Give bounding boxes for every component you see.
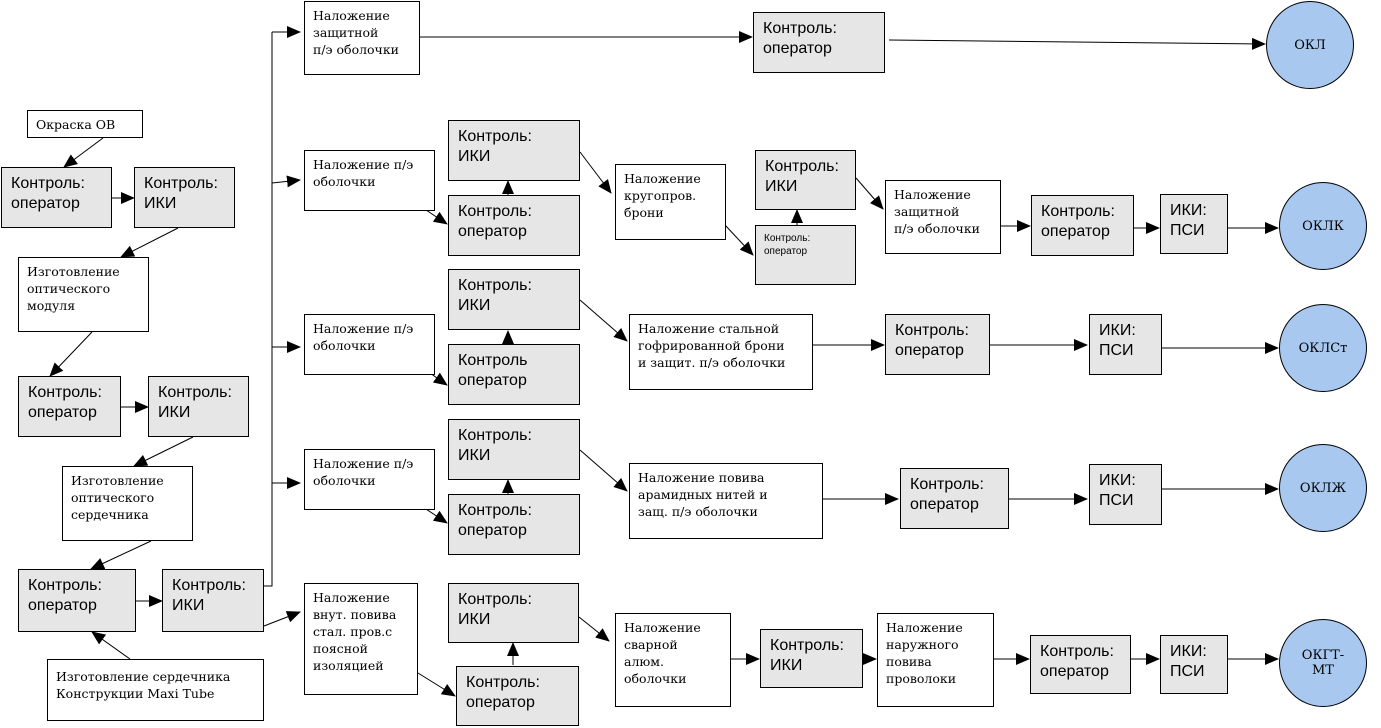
okgt-ctrl-iki: Контроль: ИКИ: [448, 583, 579, 643]
arrow-okgt-1: [417, 672, 456, 697]
ctrl-operator-1: Контроль: оператор: [1, 167, 112, 228]
oklk-ctrl-iki-2: Контроль: ИКИ: [755, 150, 856, 210]
end-oklst: ОКЛСт: [1279, 304, 1367, 392]
oklzh-ctrl-operator: Контроль: оператор: [448, 494, 580, 555]
oklk-armor: Наложение кругопров. брони: [615, 164, 726, 240]
oklst-ctrl-iki: Контроль: ИКИ: [448, 269, 580, 330]
okgt-outer-layer: Наложение наружного повива проволоки: [877, 613, 994, 707]
okl-sheath: Наложение защитной п/э оболочки: [304, 1, 420, 75]
okgt-psi: ИКИ: ПСИ: [1160, 635, 1228, 694]
oklst-armor: Наложение стальной гофрированной брони и…: [629, 314, 813, 390]
end-okl: ОКЛ: [1266, 1, 1354, 89]
okgt-ctrl-operator-2: Контроль: оператор: [1030, 635, 1131, 694]
step-opt-core: Изготовление оптического сердечника: [62, 466, 193, 541]
okgt-ctrl-operator: Контроль: оператор: [456, 666, 579, 726]
arrow-iki3-to-inner: [263, 611, 301, 627]
oklzh-sheath: Наложение п/э оболочки: [304, 449, 435, 510]
ctrl-operator-2: Контроль: оператор: [18, 376, 121, 437]
ctrl-iki-3: Контроль: ИКИ: [162, 569, 264, 632]
arrow-module-to-ctrl2: [49, 331, 93, 377]
end-oklzh: ОКЛЖ: [1279, 444, 1367, 532]
oklk-sheath-2: Наложение защитной п/э оболочки: [885, 180, 1001, 254]
arrow-okgt-2: [578, 616, 610, 642]
okgt-inner-layer: Наложение внут. повива стал. пров.с пояс…: [304, 583, 418, 695]
oklzh-psi: ИКИ: ПСИ: [1089, 464, 1162, 525]
trunk-line: [264, 32, 273, 587]
end-oklk: ОКЛК: [1279, 182, 1367, 270]
okgt-welded-sheath: Наложение сварной алюм. оболочки: [615, 613, 731, 707]
oklst-psi: ИКИ: ПСИ: [1089, 314, 1162, 375]
oklst-sheath: Наложение п/э оболочки: [304, 314, 435, 375]
oklst-ctrl-operator: Контроль оператор: [448, 344, 580, 405]
arrow-oklk-2: [579, 151, 612, 194]
oklzh-ctrl-iki: Контроль: ИКИ: [448, 419, 580, 480]
oklk-ctrl-operator-2: Контроль: оператор: [755, 225, 856, 285]
arrow-okl-2: [888, 37, 1266, 50]
oklk-ctrl-operator-3: Контроль: оператор: [1031, 195, 1134, 256]
arrow-okraska-to-ctrl: [63, 137, 104, 168]
arrow-oklk-3: [724, 224, 754, 256]
arrow-core-to-ctrl3: [90, 540, 152, 570]
arrow-trunk-oklk: [271, 175, 301, 188]
end-okgt-mt: ОКГТ- МТ: [1279, 619, 1367, 707]
ctrl-iki-1: Контроль: ИКИ: [134, 167, 235, 228]
step-okraska: Окраска ОВ: [27, 110, 143, 138]
ctrl-iki-2: Контроль: ИКИ: [148, 376, 249, 437]
arrow-iki2-to-core: [133, 436, 194, 467]
oklst-ctrl-operator-2: Контроль: оператор: [885, 314, 990, 375]
ctrl-operator-3: Контроль: оператор: [18, 569, 136, 632]
step-opt-module: Изготовление оптического модуля: [18, 257, 149, 332]
okgt-ctrl-iki-2: Контроль: ИКИ: [760, 629, 863, 688]
oklzh-ctrl-operator-2: Контроль: оператор: [900, 468, 1009, 529]
oklk-sheath: Наложение п/э оболочки: [304, 150, 435, 211]
arrow-oklk-4: [855, 177, 884, 210]
arrow-iki1-to-module: [120, 227, 179, 258]
oklk-ctrl-operator: Контроль: оператор: [448, 195, 580, 256]
oklk-ctrl-iki: Контроль: ИКИ: [448, 120, 580, 181]
step-maxi-tube: Изготовление сердечника Конструкции Maxi…: [47, 659, 264, 721]
okl-ctrl-operator: Контроль: оператор: [753, 12, 885, 73]
arrow-maxitube-to-ctrl3: [91, 631, 131, 660]
oklzh-aramid: Наложение повива арамидных нитей и защ. …: [629, 463, 823, 539]
arrow-oklst-2: [579, 299, 628, 342]
oklk-psi: ИКИ: ПСИ: [1160, 194, 1228, 254]
arrow-oklzh-2: [579, 449, 628, 492]
